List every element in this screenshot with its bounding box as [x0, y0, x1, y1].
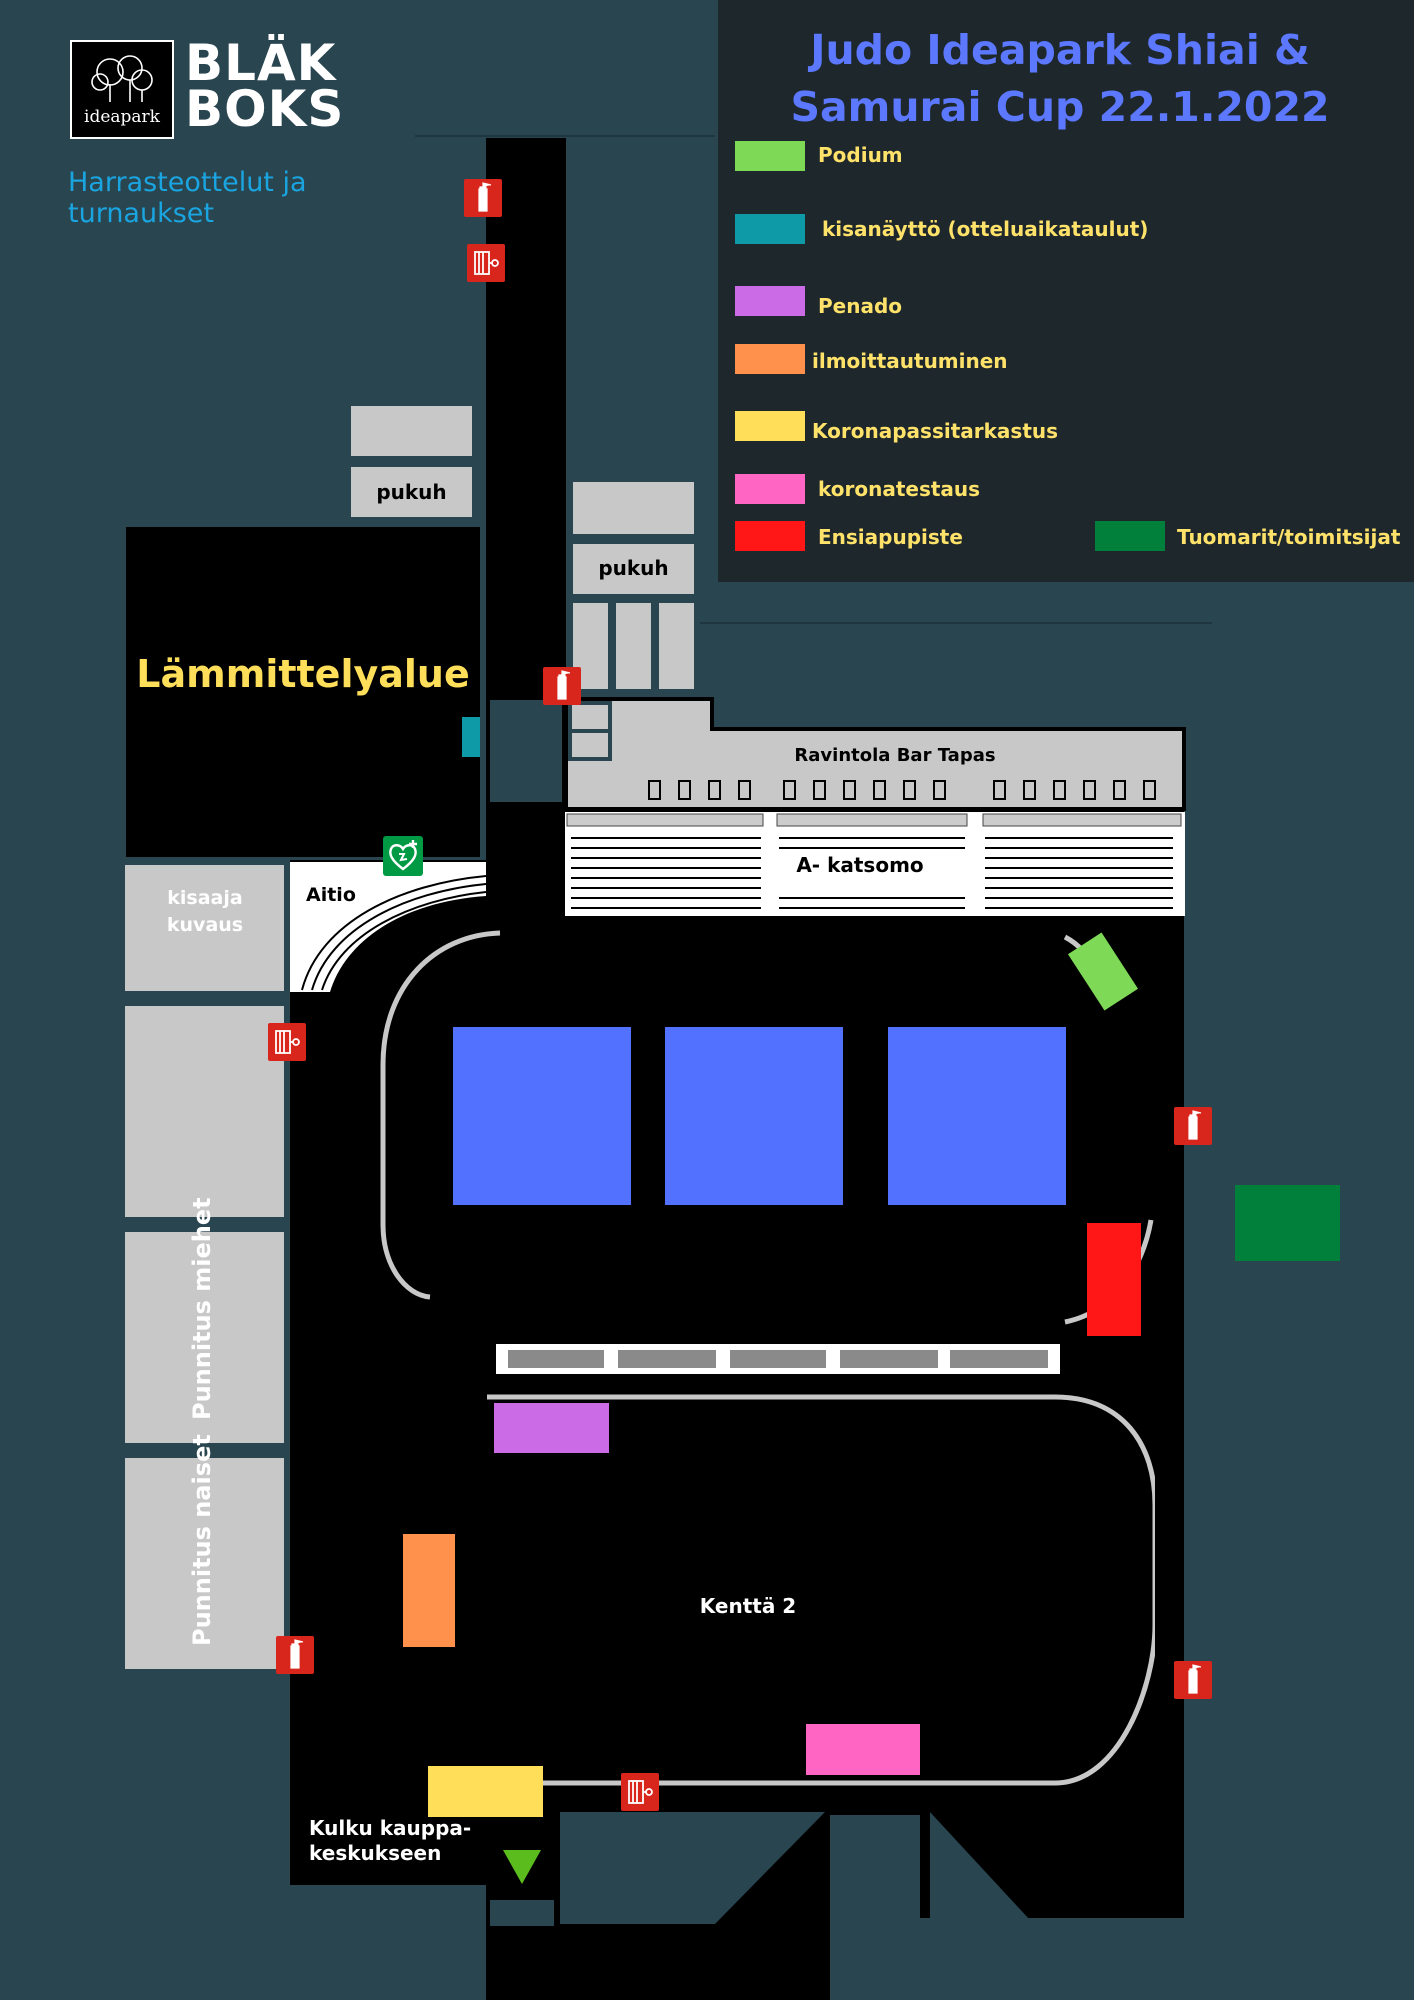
weighin-men-room — [125, 1232, 284, 1443]
weighin-women-label: Punnitus naiset — [188, 1434, 216, 1646]
legend-label-firstaid: Ensiapupiste — [818, 525, 963, 549]
fire-extinguisher-icon — [276, 1636, 314, 1674]
entrance-ramp — [560, 1812, 1030, 1920]
mat-1 — [453, 1027, 631, 1205]
storage-room — [125, 1006, 284, 1217]
legend-swatch-referees — [1095, 521, 1165, 551]
page-title: Judo Ideapark Shiai & Samurai Cup 22.1.2… — [790, 26, 1330, 131]
score-screen-warmup — [462, 717, 480, 757]
legend-label-screen: kisanäyttö (otteluaikataulut) — [822, 217, 1149, 241]
changing-room-label-2: pukuh — [598, 556, 669, 580]
field-label: Kenttä 2 — [699, 1594, 797, 1618]
legend-label-podium: Podium — [818, 143, 903, 167]
legend-label-penado: Penado — [818, 294, 903, 318]
legend-panel — [718, 0, 1414, 582]
legend-label-registration: ilmoittautuminen — [812, 349, 1008, 373]
weighin-women-room — [125, 1458, 284, 1669]
legend-swatch-passcheck — [735, 411, 805, 441]
brand-name: BLÄK BOKS — [185, 34, 345, 138]
shower-2 — [616, 603, 651, 689]
first-aid-point — [1087, 1223, 1141, 1336]
legend-swatch-podium — [735, 141, 805, 171]
weighin-men-label: Punnitus miehet — [188, 1197, 216, 1420]
legend-swatch-testing — [735, 474, 805, 504]
ideapark-logo: ideapark — [70, 40, 174, 139]
changing-room-right-1 — [573, 482, 694, 534]
legend-label-referees: Tuomarit/toimitsijat — [1177, 525, 1401, 549]
fire-hose-icon — [268, 1023, 306, 1061]
building-outline-mid — [700, 622, 1212, 624]
fire-hose-icon — [467, 244, 505, 282]
fire-extinguisher-icon — [1174, 1107, 1212, 1145]
warmup-entry — [490, 700, 562, 802]
mat-2 — [665, 1027, 843, 1205]
photo-room-label: kisaaja kuvaus — [166, 887, 244, 936]
stands-a — [565, 812, 1185, 916]
box-label: Aitio — [306, 884, 356, 906]
tagline: Harrasteottelut ja turnaukset — [68, 167, 307, 229]
changing-room-right-2: pukuh — [573, 544, 694, 594]
shower-3 — [659, 603, 694, 689]
legend-label-testing: koronatestaus — [818, 477, 981, 501]
changing-room-left-1 — [351, 406, 472, 456]
legend-swatch-firstaid — [735, 521, 805, 551]
registration-point — [403, 1534, 455, 1647]
fire-extinguisher-icon — [543, 667, 581, 705]
legend-swatch-penado — [735, 286, 805, 316]
photo-room: kisaaja kuvaus — [125, 865, 284, 991]
restaurant-label: Ravintola Bar Tapas — [794, 745, 996, 766]
warmup-label: Lämmittelyalue — [136, 652, 470, 696]
aed-heart-icon — [383, 836, 423, 876]
exit-door — [490, 1900, 554, 1926]
exit-label: Kulku kauppa- keskukseen — [309, 1816, 472, 1865]
warmup-area: Lämmittelyalue — [124, 525, 482, 859]
fire-hose-icon — [621, 1773, 659, 1811]
fire-extinguisher-icon — [464, 179, 502, 217]
brand-line-2: BOKS — [185, 80, 345, 138]
main-hall — [564, 770, 1184, 1815]
building-outline-top — [415, 135, 715, 137]
passcheck-point — [428, 1766, 543, 1817]
logo-text: ideapark — [84, 107, 160, 127]
brand-line-1: BLÄK — [185, 34, 337, 92]
legend-swatch-registration — [735, 344, 805, 374]
testing-point — [806, 1724, 920, 1775]
down-arrow-icon — [503, 1850, 541, 1884]
penado-point — [494, 1403, 609, 1453]
referees-area — [1235, 1185, 1340, 1261]
changing-room-label-1: pukuh — [376, 480, 447, 504]
legend-label-passcheck: Koronapassitarkastus — [812, 419, 1059, 443]
stands-label: A- katsomo — [796, 853, 924, 877]
changing-room-left-2: pukuh — [351, 467, 472, 517]
officials-bench — [496, 1344, 1060, 1374]
fire-extinguisher-icon — [1174, 1661, 1212, 1699]
restaurant-area — [564, 697, 1186, 811]
mat-3 — [888, 1027, 1066, 1205]
legend-swatch-screen — [735, 214, 805, 244]
box-area — [290, 862, 486, 992]
